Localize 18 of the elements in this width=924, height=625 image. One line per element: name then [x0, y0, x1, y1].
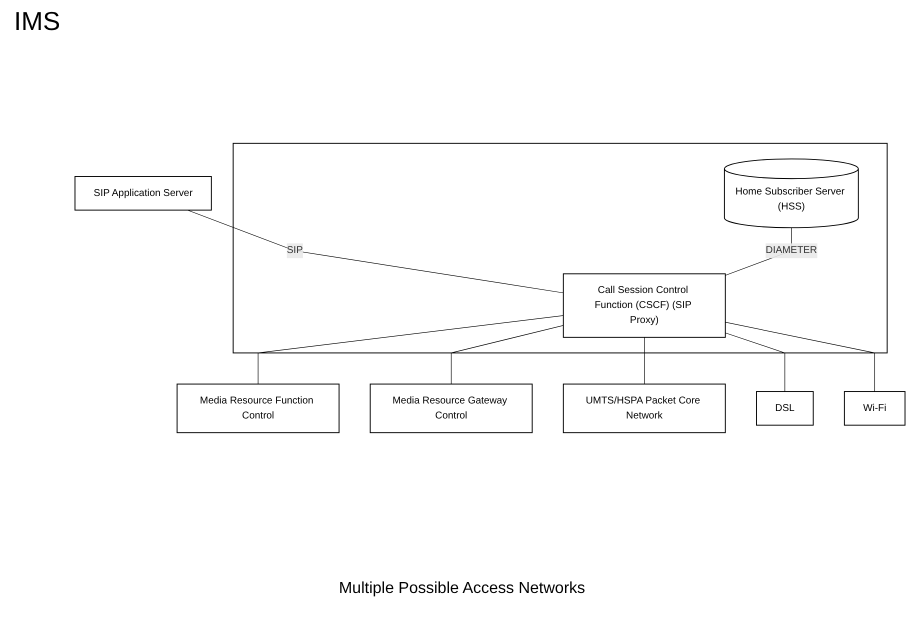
diagram-title: IMS: [14, 6, 60, 37]
node-box: SIP Application Server: [74, 176, 212, 211]
node-box: DSL: [756, 391, 814, 426]
node-box: Media Resource Function Control: [176, 384, 340, 434]
node-box: Call Session Control Function (CSCF) (SIP Proxy): [562, 273, 726, 338]
connector: [187, 210, 564, 294]
edge-label: DIAMETER: [766, 245, 818, 256]
connector: [258, 315, 564, 384]
edge-label: SIP: [286, 245, 303, 256]
node-box: Media Resource Gateway Control: [370, 384, 533, 434]
connector: [644, 337, 645, 384]
connector: [725, 322, 876, 392]
node-box: Wi-Fi: [844, 391, 906, 426]
cluster: [232, 142, 888, 354]
node-box: UMTS/HSPA Packet Core Network: [562, 384, 726, 434]
connector: [725, 332, 786, 392]
note-text: Multiple Possible Access Networks: [338, 580, 586, 598]
connector: [450, 325, 564, 384]
